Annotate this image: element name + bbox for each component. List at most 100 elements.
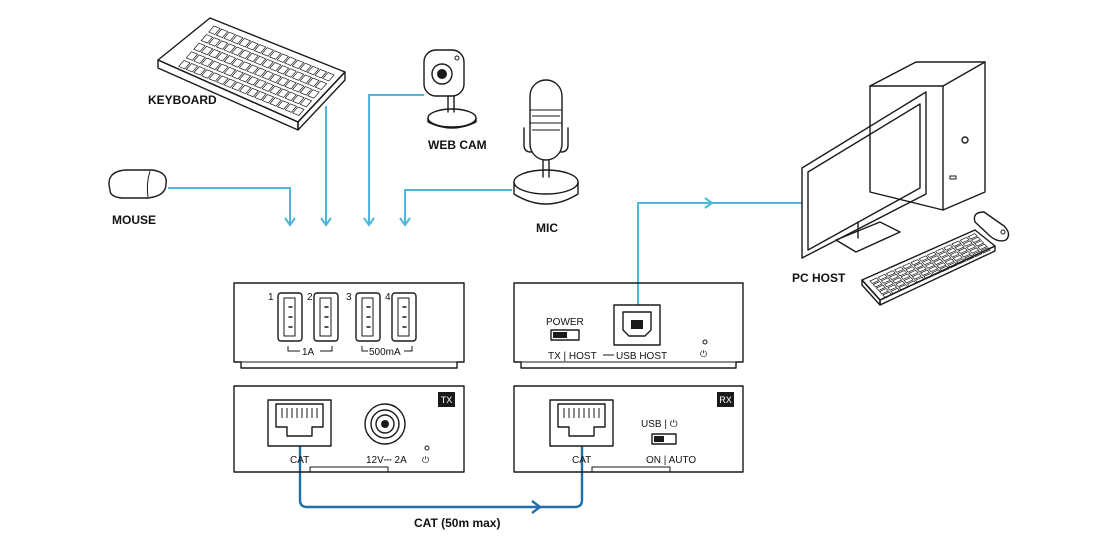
- key: [284, 91, 297, 102]
- key: [897, 270, 908, 277]
- rx-power-icon: ⏻: [700, 349, 707, 359]
- key: [941, 255, 952, 262]
- key: [231, 58, 244, 68]
- key: [882, 291, 893, 298]
- key: [892, 277, 903, 284]
- key: [906, 280, 917, 287]
- key: [951, 240, 962, 247]
- key: [208, 37, 221, 47]
- usb-b-host-port[interactable]: [613, 304, 661, 346]
- rx-power-switch-label: POWER: [546, 317, 584, 328]
- usb-port-3[interactable]: [355, 292, 381, 342]
- mic-arrow: [399, 217, 411, 227]
- key: [246, 41, 259, 51]
- key: [913, 262, 924, 269]
- dc-power-jack[interactable]: [364, 403, 406, 445]
- key: [253, 44, 267, 54]
- port-number-1: 1: [268, 292, 274, 303]
- bracket-500ma: [361, 346, 413, 352]
- key: [261, 70, 275, 81]
- key: [930, 255, 940, 262]
- key: [215, 52, 229, 62]
- key: [939, 265, 950, 272]
- key: [299, 97, 313, 108]
- key: [261, 94, 275, 104]
- usb-port-2[interactable]: [313, 292, 339, 342]
- key: [193, 54, 206, 64]
- key: [269, 62, 282, 72]
- key: [908, 269, 919, 277]
- key: [949, 251, 960, 258]
- key: [246, 87, 260, 98]
- cat-arrow: [531, 500, 542, 514]
- key: [261, 58, 274, 69]
- key: [980, 247, 991, 254]
- key: [306, 65, 320, 76]
- pc-host-arrow: [704, 197, 714, 209]
- usb-mode-switch[interactable]: [651, 433, 677, 445]
- usb-port-1[interactable]: [277, 292, 303, 342]
- key: [284, 103, 298, 113]
- key: [926, 251, 937, 258]
- key: [268, 50, 282, 60]
- key: [208, 25, 221, 35]
- key: [238, 61, 252, 71]
- bracket-1a: [287, 346, 333, 352]
- svg-text:TX: TX: [441, 395, 453, 405]
- key: [238, 73, 252, 83]
- key: [933, 258, 944, 265]
- cat-cable-label: CAT (50m max): [414, 516, 500, 530]
- group-label-500ma: 500mA: [369, 347, 401, 358]
- key: [307, 89, 320, 99]
- rx-bottom-panel: [513, 385, 744, 473]
- power-switch[interactable]: [550, 329, 580, 341]
- key: [253, 67, 267, 77]
- mic-illustration: [513, 79, 579, 205]
- key: [890, 287, 901, 295]
- keyboard-arrow: [320, 217, 332, 227]
- key: [254, 90, 267, 101]
- key: [231, 69, 244, 80]
- webcam-arrow: [363, 217, 375, 227]
- key: [200, 34, 214, 44]
- key: [959, 236, 970, 244]
- key: [253, 55, 267, 66]
- key: [872, 281, 883, 288]
- key: [208, 72, 222, 82]
- key: [900, 273, 911, 280]
- key: [887, 284, 898, 291]
- svg-text:RX: RX: [719, 395, 732, 405]
- key: [276, 100, 290, 110]
- rx-cat-port[interactable]: [549, 399, 614, 447]
- keyboard-label: KEYBOARD: [148, 93, 217, 107]
- pc-host-illustration: [801, 61, 1010, 306]
- key: [269, 97, 282, 107]
- key: [215, 40, 229, 50]
- key: [957, 247, 968, 254]
- mouse-illustration: [108, 169, 167, 199]
- tx-cat-port[interactable]: [267, 399, 332, 447]
- tx-badge: TX: [438, 392, 455, 407]
- key: [910, 259, 921, 266]
- key: [943, 244, 954, 251]
- key: [911, 273, 922, 280]
- key: [246, 76, 259, 86]
- key: [284, 56, 297, 66]
- key: [208, 60, 221, 71]
- key: [966, 243, 976, 251]
- key: [905, 266, 916, 273]
- key: [254, 79, 267, 89]
- key: [947, 262, 958, 269]
- webcam-cable: [368, 94, 424, 224]
- key: [200, 57, 214, 67]
- usb-port-4[interactable]: [391, 292, 417, 342]
- key: [231, 81, 244, 92]
- mic-label: MIC: [536, 221, 558, 235]
- mouse-cable: [168, 187, 291, 224]
- webcam-illustration: [423, 49, 477, 129]
- key: [952, 254, 963, 262]
- port-number-3: 3: [346, 292, 352, 303]
- key: [291, 83, 305, 93]
- key: [884, 280, 894, 288]
- key: [230, 34, 244, 45]
